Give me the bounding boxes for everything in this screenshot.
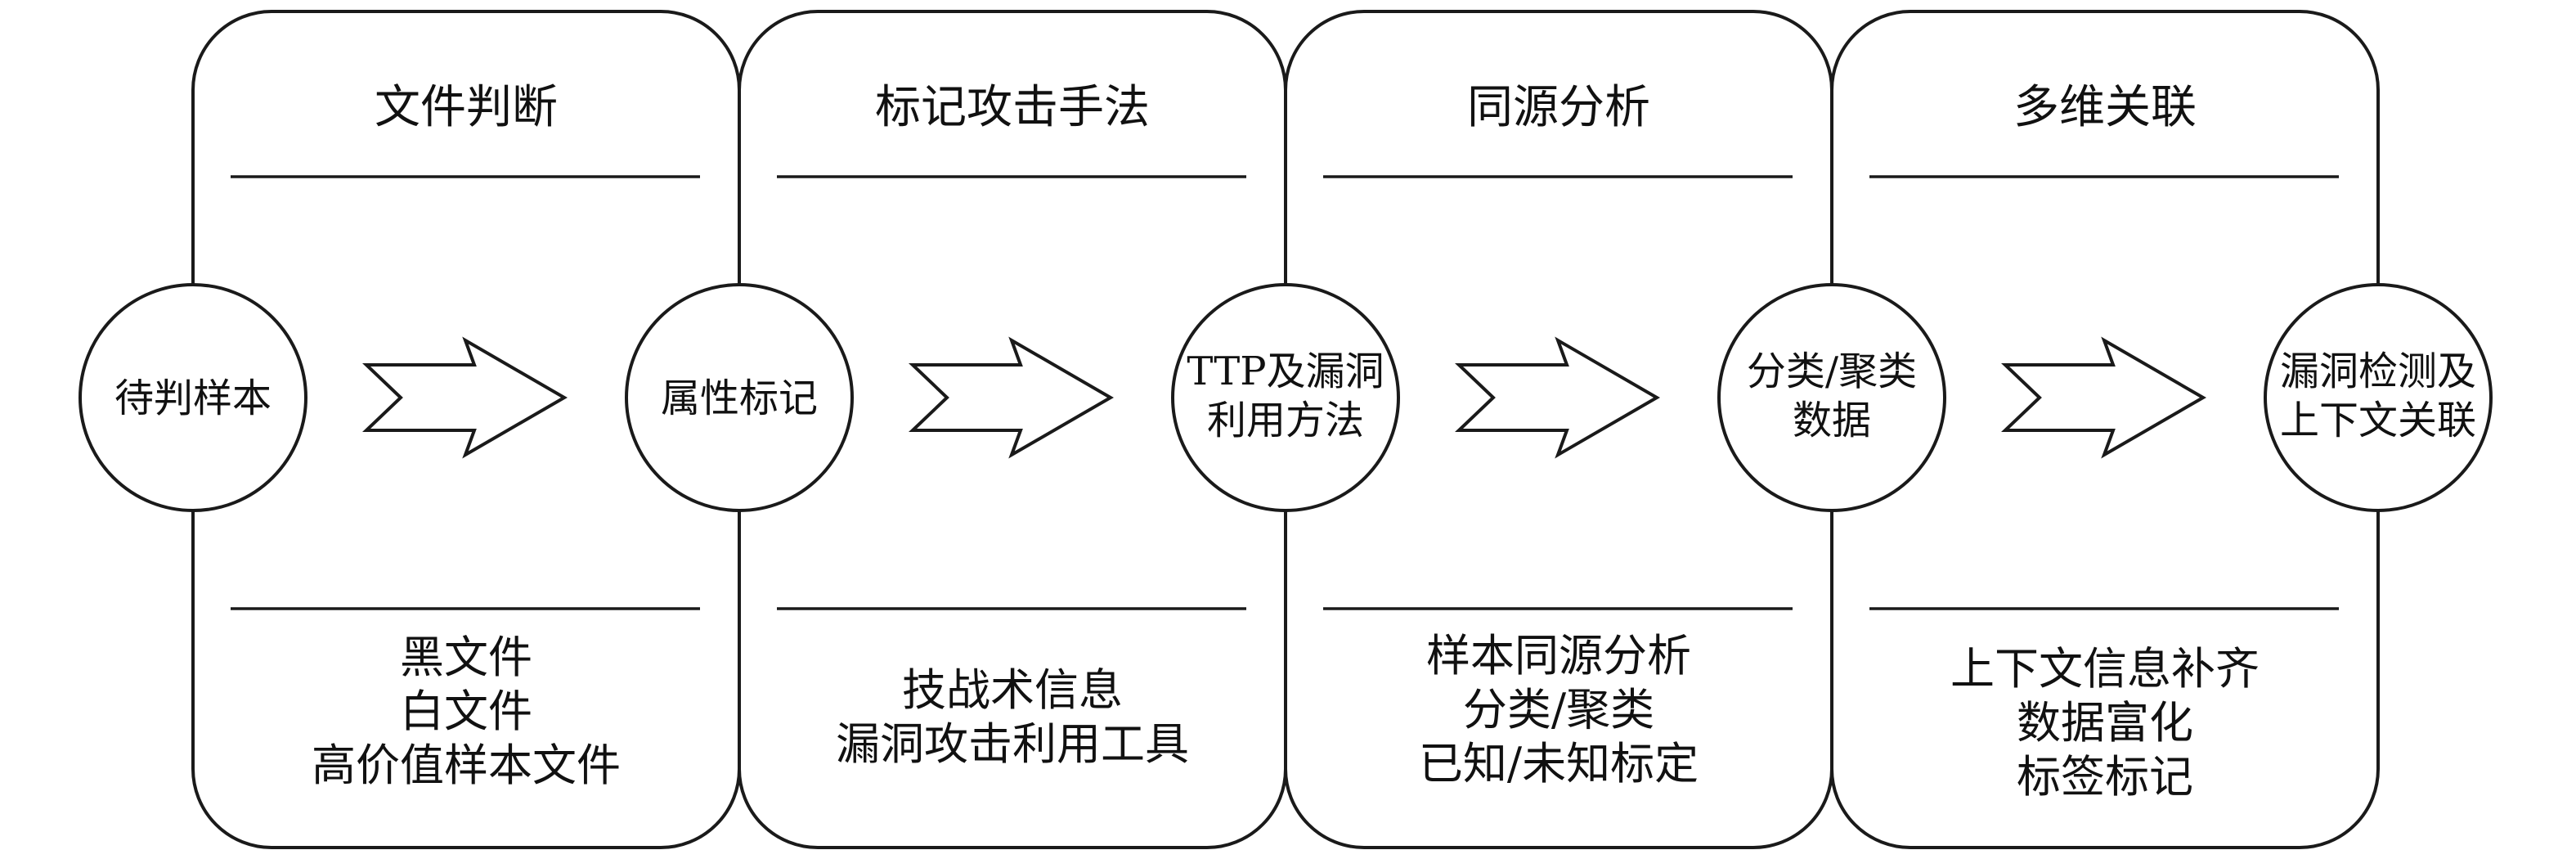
stage-2-item: 技战术信息 <box>902 664 1123 716</box>
right-chevron-arrow-icon <box>2001 336 2206 459</box>
flow-nodes: 待判样本 属性标记 TTP及漏洞 利用方法 分类/聚类 数据 漏洞检测及 上下文… <box>79 283 2493 512</box>
stage-4-item: 标签标记 <box>2017 751 2193 803</box>
stage-2-item: 漏洞攻击利用工具 <box>836 718 1189 770</box>
stage-1-item: 白文件 <box>400 686 532 737</box>
stage-dividers <box>231 175 2339 610</box>
right-chevron-arrow-icon <box>362 336 568 459</box>
stage-items: 黑文件 白文件 高价值样本文件 技战术信息 漏洞攻击利用工具 样本同源分析 分类… <box>312 630 2260 803</box>
stage-3-item: 分类/聚类 <box>1463 684 1654 735</box>
node-4-label: 分类/聚类 <box>1747 349 1917 394</box>
node-circle-5 <box>2264 283 2493 512</box>
node-5-label: 漏洞检测及 <box>2280 349 2476 394</box>
stage-1-title: 文件判断 <box>375 81 558 134</box>
node-3-label: TTP及漏洞 <box>1187 349 1384 394</box>
node-1-label: 待判样本 <box>114 376 272 421</box>
node-circle-4 <box>1717 283 1946 512</box>
node-4-label: 数据 <box>1793 398 1871 443</box>
node-5-label: 上下文关联 <box>2280 398 2476 443</box>
flow-arrows <box>362 336 2206 459</box>
stage-4-title: 多维关联 <box>2013 81 2197 134</box>
node-circle-1 <box>79 283 307 512</box>
stage-1-item: 高价值样本文件 <box>312 740 621 791</box>
node-circle-3 <box>1171 283 1400 512</box>
stage-3-item: 已知/未知标定 <box>1419 738 1699 789</box>
stage-3-title: 同源分析 <box>1467 81 1650 134</box>
stage-3-item: 样本同源分析 <box>1426 630 1691 681</box>
right-chevron-arrow-icon <box>1455 336 1660 459</box>
right-chevron-arrow-icon <box>909 336 1114 459</box>
stage-1-item: 黑文件 <box>400 632 532 683</box>
stage-4-item: 数据富化 <box>2017 697 2193 749</box>
stage-2-title: 标记攻击手法 <box>875 81 1150 134</box>
stage-titles: 文件判断 标记攻击手法 同源分析 多维关联 <box>375 81 2197 134</box>
node-2-label: 属性标记 <box>661 376 818 421</box>
node-circle-2 <box>625 283 854 512</box>
node-3-label: 利用方法 <box>1207 398 1364 443</box>
stage-4-item: 上下文信息补齐 <box>1950 643 2260 695</box>
